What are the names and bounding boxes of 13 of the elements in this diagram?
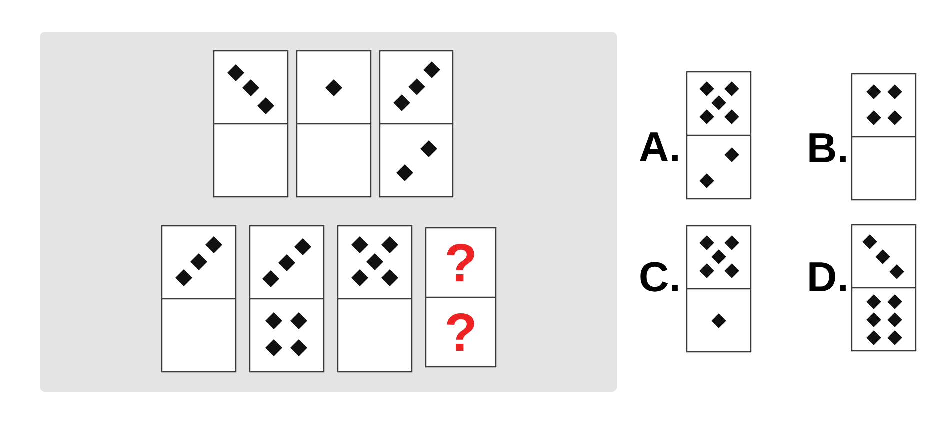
option-letter: A.	[640, 132, 678, 162]
question-mark: ?	[447, 244, 474, 282]
question-mark: ?	[447, 313, 474, 352]
option-letter: B.	[810, 134, 846, 162]
option-letter: C.	[640, 262, 678, 292]
option-letter: D.	[810, 262, 846, 292]
domino-card	[249, 225, 325, 373]
domino-card	[161, 225, 237, 373]
domino-card	[337, 225, 413, 373]
domino-card	[296, 50, 372, 198]
domino-card	[213, 50, 289, 198]
domino-card	[425, 227, 497, 368]
domino-card	[379, 50, 454, 198]
